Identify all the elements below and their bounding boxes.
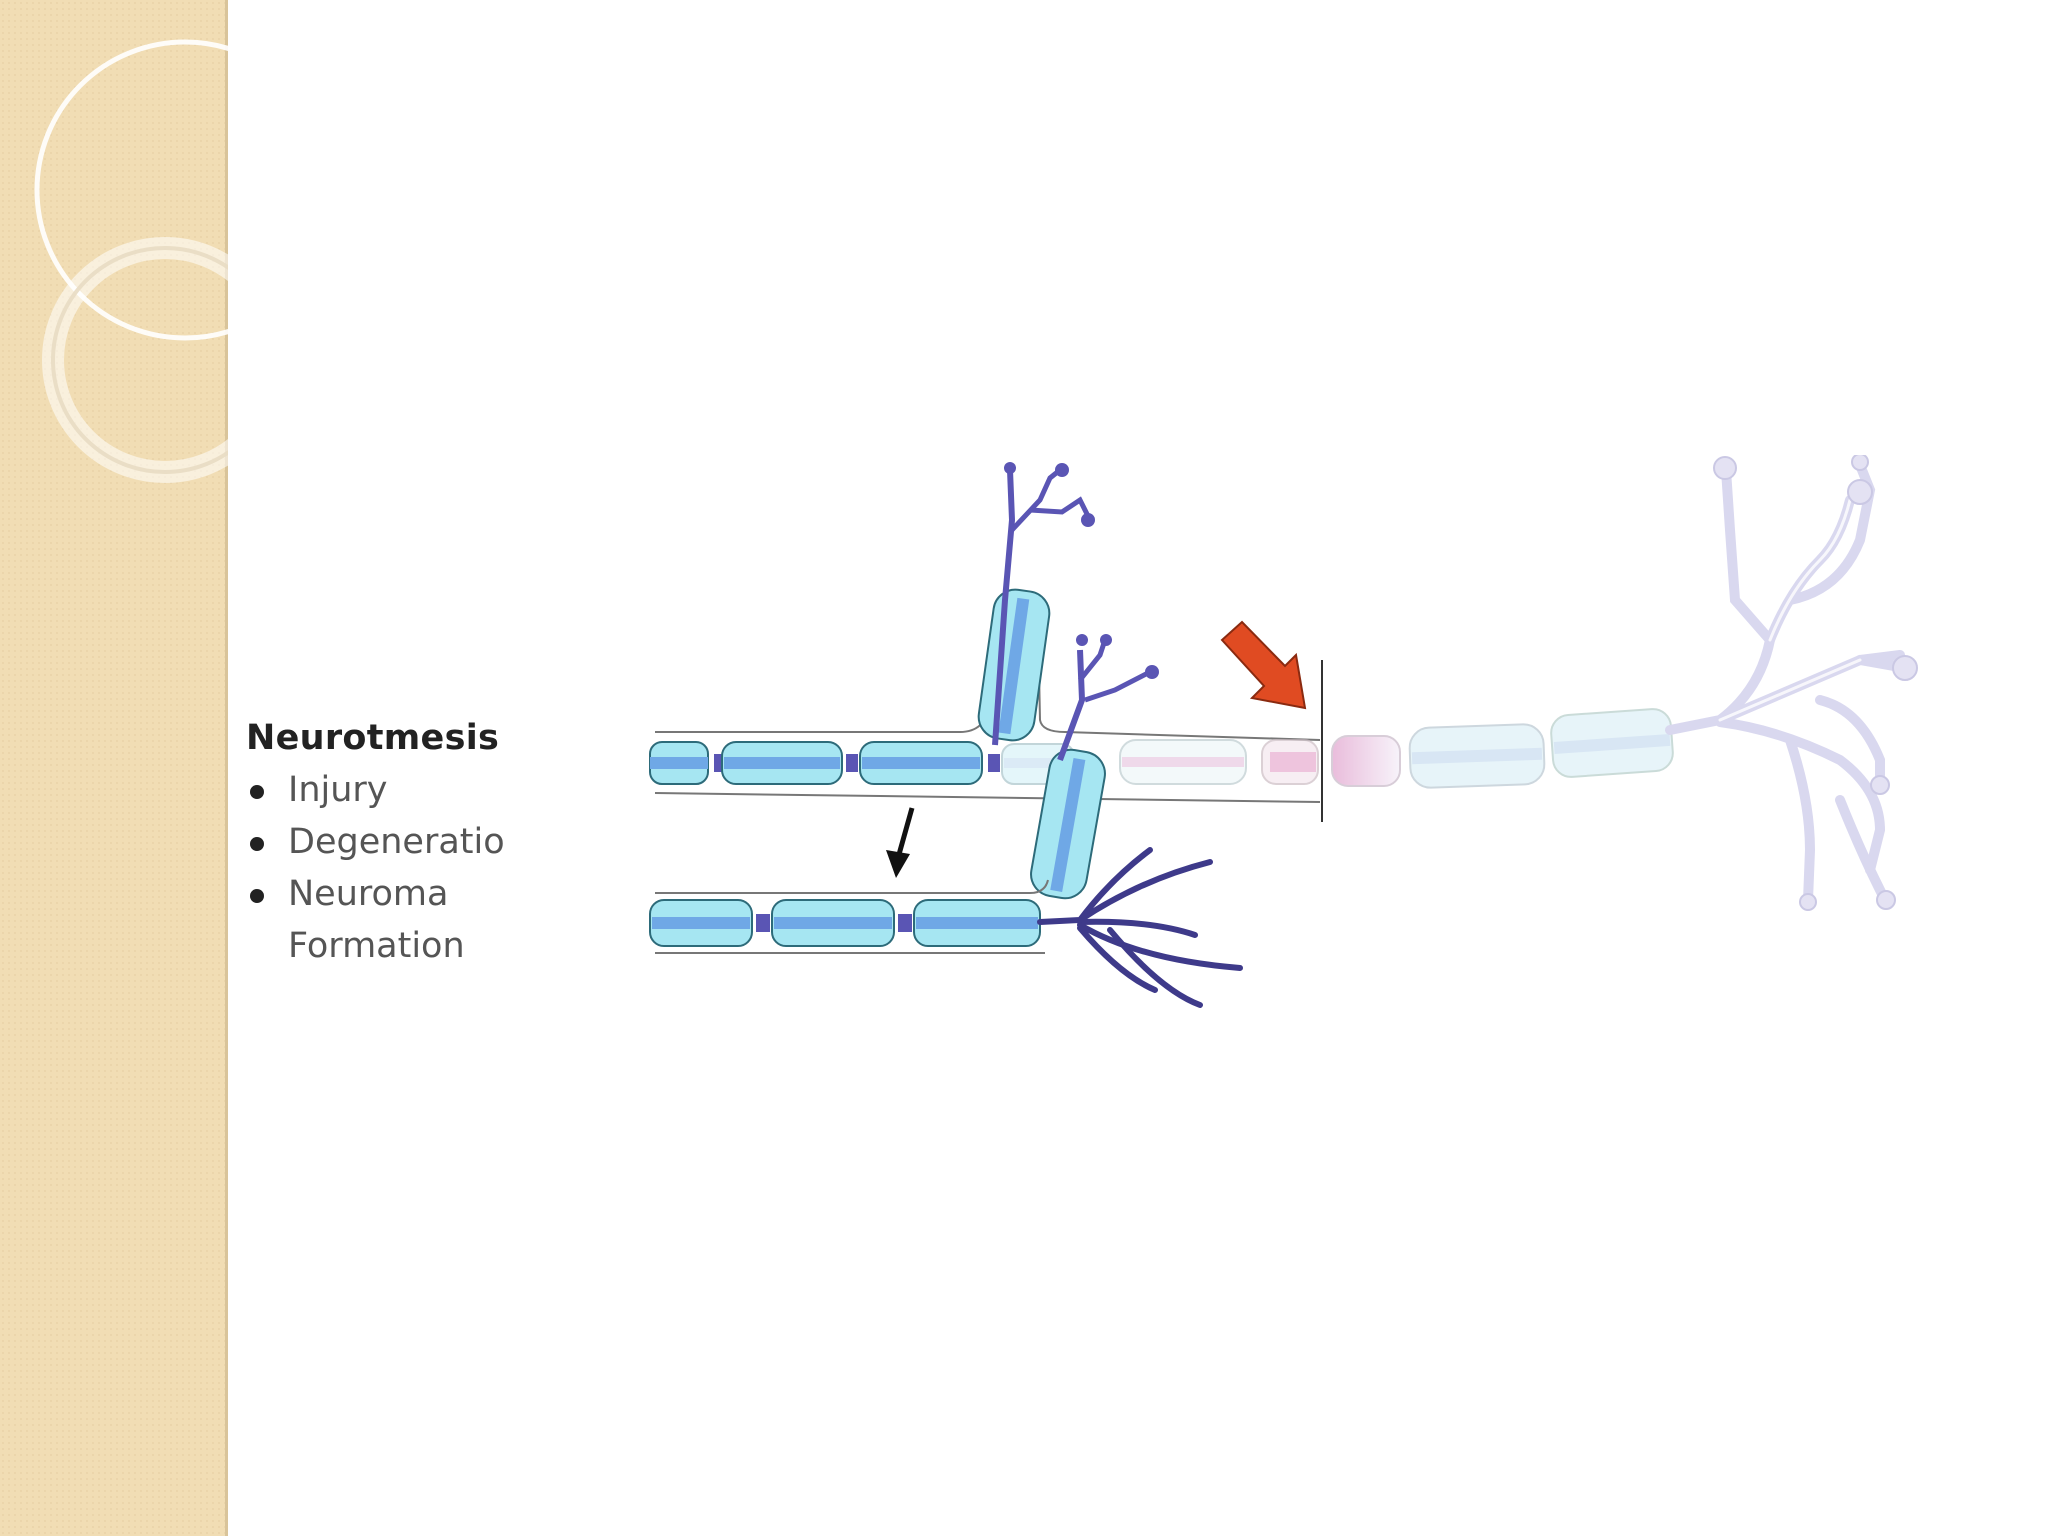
legend-item-neuroma: Neuroma xyxy=(246,868,505,920)
neuroma-branches xyxy=(1037,847,1243,1008)
legend-item-label: Injury xyxy=(288,770,388,810)
legend-title: Neurotmesis xyxy=(246,718,500,758)
distal-degenerated-nerve xyxy=(1331,455,1918,911)
upper-branch xyxy=(977,462,1095,746)
legend: Neurotmesis Injury Degeneratio Neuroma F… xyxy=(246,712,505,972)
mid-branch xyxy=(1030,634,1159,900)
regrowth-arrow-icon xyxy=(886,807,915,878)
lower-nerve-segments xyxy=(649,899,1041,947)
bullet-icon xyxy=(250,889,264,903)
bullet-icon xyxy=(250,785,264,799)
legend-item-continuation: Formation xyxy=(288,926,465,966)
injury-arrow-icon xyxy=(1220,620,1307,710)
nerve-diagram xyxy=(649,455,1918,1008)
decorative-rings-icon xyxy=(34,39,228,483)
legend-item-label: Neuroma xyxy=(288,874,449,914)
legend-item-label: Degeneratio xyxy=(288,822,505,862)
lower-nerve-sheath xyxy=(655,879,1049,954)
bullet-icon xyxy=(250,837,264,851)
upper-nerve-faded-segments xyxy=(1001,739,1319,785)
legend-item-degeneration: Degeneratio xyxy=(246,816,505,868)
upper-nerve-segments xyxy=(649,741,1000,785)
legend-item-injury: Injury xyxy=(246,764,505,816)
